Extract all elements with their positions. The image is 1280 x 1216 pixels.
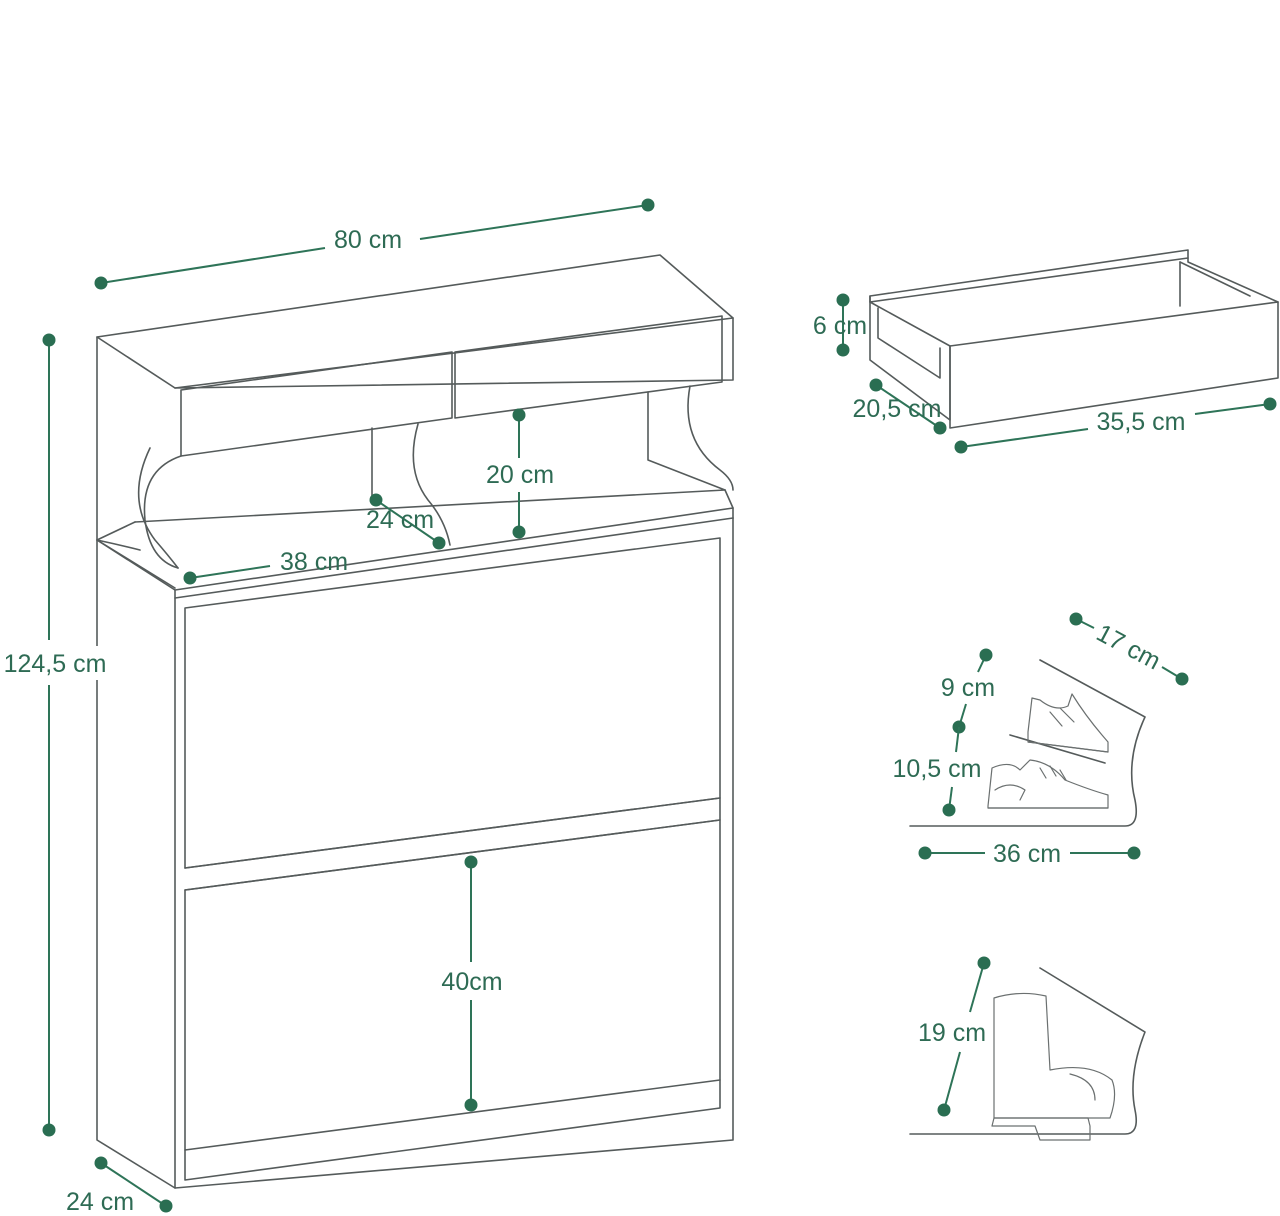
drawer-drawing [869, 249, 1279, 429]
shoe-lower-gap-line-top [955, 726, 960, 753]
width-line-left [100, 247, 326, 284]
label-drawer-height: 6 cm [813, 312, 867, 340]
label-shelf-height: 20 cm [486, 461, 554, 489]
drawer-width-line-right [1194, 403, 1271, 415]
dimension-lines [42, 198, 1277, 1213]
shoe-compartment-drawing [909, 659, 1146, 827]
label-shoe-upper-gap: 9 cm [941, 674, 995, 702]
boot-compartment-drawing [909, 967, 1146, 1141]
label-shelf-depth: 24 cm [366, 506, 434, 534]
boot-height-line-top [969, 962, 985, 1013]
drawer-depth-line [875, 384, 941, 429]
label-cabinet-height: 124,5 cm [4, 650, 107, 678]
label-shelf-width: 38 cm [280, 548, 348, 576]
depth-line [100, 1162, 167, 1207]
drawer-width-line-left [960, 428, 1089, 448]
shelf-depth-line [375, 499, 440, 544]
boot-height-line-bottom [943, 1051, 961, 1111]
dimension-labels: 80 cm 124,5 cm 24 cm 24 cm 38 cm 20 cm 4… [0, 226, 1185, 1216]
label-boot-height: 19 cm [918, 1019, 986, 1047]
label-shoe-width: 36 cm [993, 840, 1061, 868]
label-drawer-width: 35,5 cm [1097, 408, 1186, 436]
label-drawer-depth: 20,5 cm [853, 395, 942, 423]
label-shoe-depth: 17 cm [1092, 619, 1165, 676]
label-cabinet-depth: 24 cm [66, 1188, 134, 1216]
shelf-width-line [189, 565, 271, 579]
label-cabinet-width: 80 cm [334, 226, 402, 254]
width-line-right [419, 204, 649, 240]
shoe-cabinet-drawing [96, 254, 734, 1189]
label-flap-height: 40cm [441, 968, 502, 996]
label-shoe-lower-gap: 10,5 cm [893, 755, 982, 783]
